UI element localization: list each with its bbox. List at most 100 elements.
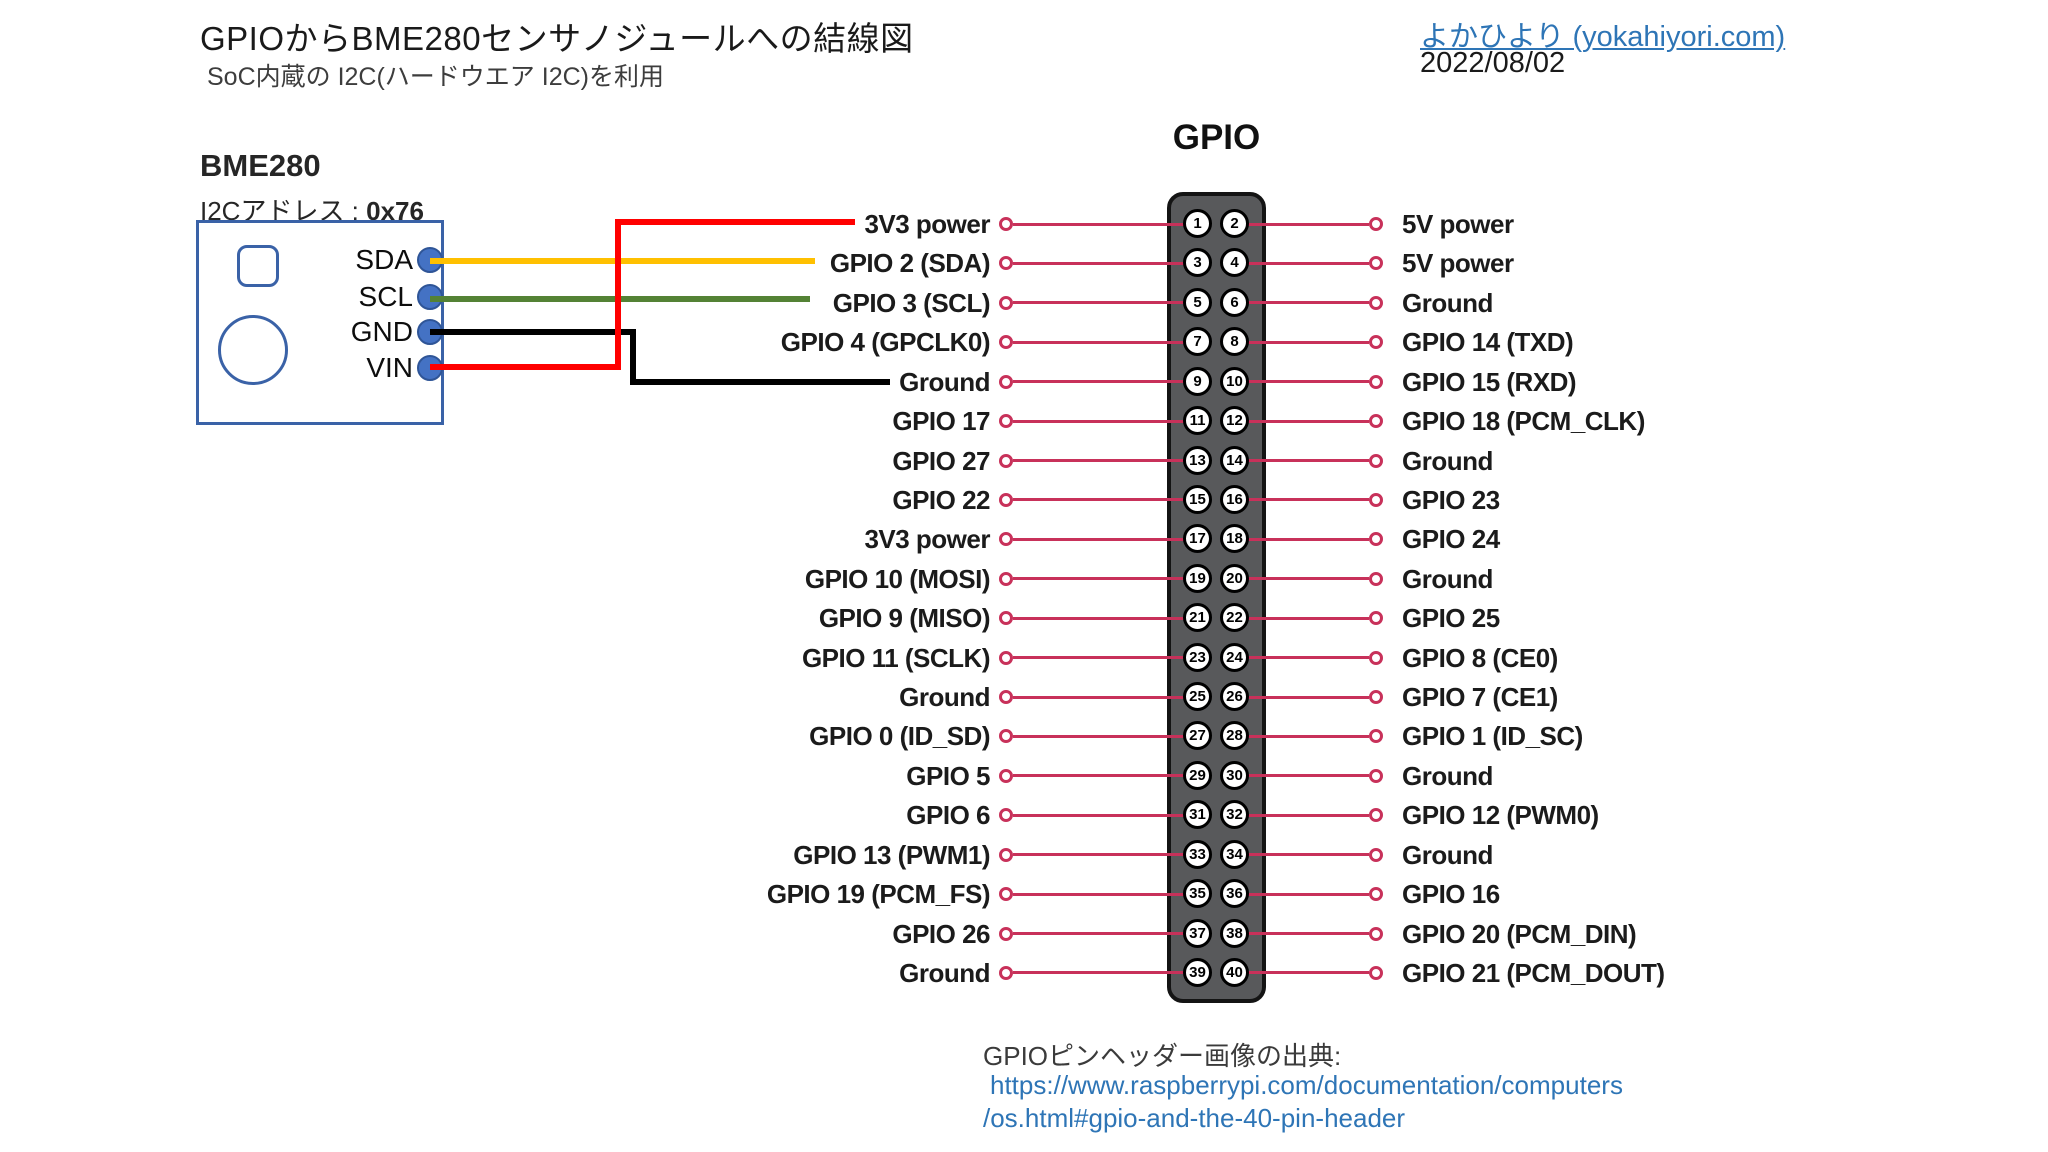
gpio-pin-label-left: GPIO 10 (MOSI): [804, 563, 991, 594]
gpio-pin-label-right: Ground: [1402, 445, 1493, 476]
pin-number-circle-odd: 5: [1183, 287, 1212, 317]
bme280-chip-square: [237, 245, 279, 287]
gpio-pin-label-left: 3V3 power: [864, 524, 990, 555]
page-subtitle: SoC内蔵の I2C(ハードウエア I2C)を利用: [207, 63, 664, 91]
connector-line-left: [1013, 301, 1185, 305]
bme280-pin-label: GND: [350, 316, 413, 347]
connector-dot-left: [999, 650, 1013, 665]
connector-dot-left: [999, 256, 1013, 271]
pin-number-circle-even: 38: [1220, 918, 1249, 948]
gpio-row: 3V3 power 17 18 GPIO 24: [0, 519, 2048, 559]
gpio-pin-header-body: [1167, 192, 1266, 1003]
connector-dot-left: [999, 414, 1013, 429]
connector-dot-left: [999, 453, 1013, 468]
gpio-row: GPIO 10 (MOSI) 19 20 Ground: [0, 559, 2048, 599]
gpio-pin-label-right: 5V power: [1402, 248, 1514, 279]
gpio-pin-label-right: GPIO 14 (TXD): [1402, 327, 1574, 358]
connector-line-right: [1248, 892, 1369, 896]
connector-dot-right: [1369, 256, 1383, 271]
gpio-row: Ground 25 26 GPIO 7 (CE1): [0, 677, 2048, 717]
gpio-pin-label-right: GPIO 23: [1402, 484, 1500, 515]
gpio-pin-label-left: GPIO 3 (SCL): [832, 287, 991, 318]
pin-number-circle-odd: 9: [1183, 366, 1212, 396]
connector-line-left: [1013, 380, 1185, 384]
gpio-pin-label-right: Ground: [1402, 760, 1493, 791]
gpio-pin-label-right: GPIO 8 (CE0): [1402, 642, 1558, 673]
connector-dot-right: [1369, 729, 1383, 744]
connector-dot-left: [999, 295, 1013, 310]
pin-number-circle-even: 24: [1220, 642, 1249, 672]
gpio-pin-label-left: GPIO 19 (PCM_FS): [766, 879, 991, 910]
pin-number-circle-even: 20: [1220, 563, 1249, 593]
gpio-pin-label-right: Ground: [1402, 839, 1493, 870]
connector-line-left: [1013, 340, 1185, 344]
site-link[interactable]: よかひより (yokahiyori.com): [1420, 21, 1786, 53]
pin-number-circle-odd: 11: [1183, 406, 1212, 436]
pin-number-circle-odd: 37: [1183, 918, 1212, 948]
gpio-row: GPIO 11 (SCLK) 23 24 GPIO 8 (CE0): [0, 638, 2048, 678]
source-url-line2[interactable]: /os.html#gpio-and-the-40-pin-header: [983, 1103, 1406, 1133]
gpio-pin-label-left: GPIO 4 (GPCLK0): [780, 327, 991, 358]
connector-line-left: [1013, 932, 1185, 936]
gpio-pin-label-right: GPIO 16: [1402, 879, 1500, 910]
connector-line-right: [1248, 459, 1369, 463]
connector-dot-left: [999, 847, 1013, 862]
connector-dot-right: [1369, 492, 1383, 507]
gpio-pin-label-right: GPIO 7 (CE1): [1402, 682, 1558, 713]
gpio-pin-label-right: GPIO 24: [1402, 524, 1500, 555]
gpio-row: GPIO 19 (PCM_FS) 35 36 GPIO 16: [0, 874, 2048, 914]
pin-number-circle-even: 26: [1220, 682, 1249, 712]
pin-number-circle-even: 32: [1220, 800, 1249, 830]
connector-line-left: [1013, 261, 1185, 265]
gpio-pin-label-right: Ground: [1402, 563, 1493, 594]
connector-line-left: [1013, 695, 1185, 699]
connector-dot-right: [1369, 532, 1383, 547]
gpio-row: Ground 9 10 GPIO 15 (RXD): [0, 362, 2048, 402]
connector-line-right: [1248, 498, 1369, 502]
connector-dot-left: [999, 887, 1013, 902]
connector-dot-right: [1369, 768, 1383, 783]
gpio-pin-label-left: GPIO 26: [892, 918, 990, 949]
gpio-row: GPIO 6 31 32 GPIO 12 (PWM0): [0, 795, 2048, 835]
connector-dot-right: [1369, 571, 1383, 586]
pin-number-circle-even: 34: [1220, 839, 1249, 869]
connector-dot-right: [1369, 611, 1383, 626]
gpio-row: Ground 39 40 GPIO 21 (PCM_DOUT): [0, 953, 2048, 993]
pin-number-circle-even: 40: [1220, 957, 1249, 987]
source-url-line1[interactable]: https://www.raspberrypi.com/documentatio…: [990, 1070, 1623, 1100]
pin-number-circle-odd: 3: [1183, 248, 1212, 278]
wire-gnd-h2: [630, 379, 890, 385]
gpio-pin-label-left: GPIO 13 (PWM1): [793, 839, 990, 870]
connector-dot-right: [1369, 374, 1383, 389]
pin-number-circle-even: 14: [1220, 445, 1249, 475]
gpio-pin-label-right: GPIO 21 (PCM_DOUT): [1402, 957, 1665, 988]
pin-number-circle-odd: 33: [1183, 839, 1212, 869]
pin-number-circle-even: 4: [1220, 248, 1249, 278]
connector-line-right: [1248, 656, 1369, 660]
connector-line-left: [1013, 498, 1185, 502]
connector-line-right: [1248, 301, 1369, 305]
gpio-pin-label-left: Ground: [899, 366, 990, 397]
wire-gnd-h1: [430, 329, 633, 335]
bme280-heading: BME280: [200, 148, 321, 183]
wire-gnd-v: [630, 329, 636, 385]
gpio-pin-label-right: GPIO 15 (RXD): [1402, 366, 1577, 397]
connector-dot-left: [999, 690, 1013, 705]
connector-line-right: [1248, 537, 1369, 541]
connector-line-left: [1013, 537, 1185, 541]
pin-number-circle-even: 12: [1220, 406, 1249, 436]
connector-line-left: [1013, 774, 1185, 778]
gpio-pin-label-right: 5V power: [1402, 209, 1514, 239]
pin-number-circle-odd: 1: [1183, 209, 1212, 238]
gpio-pin-label-right: GPIO 20 (PCM_DIN): [1402, 918, 1637, 949]
gpio-row: GPIO 13 (PWM1) 33 34 Ground: [0, 835, 2048, 875]
connector-dot-left: [999, 729, 1013, 744]
connector-line-right: [1248, 261, 1369, 265]
pin-number-circle-odd: 27: [1183, 721, 1212, 751]
connector-line-right: [1248, 853, 1369, 857]
connector-line-left: [1013, 892, 1185, 896]
connector-line-right: [1248, 616, 1369, 620]
connector-line-right: [1248, 971, 1369, 975]
connector-dot-right: [1369, 453, 1383, 468]
connector-dot-left: [999, 374, 1013, 389]
